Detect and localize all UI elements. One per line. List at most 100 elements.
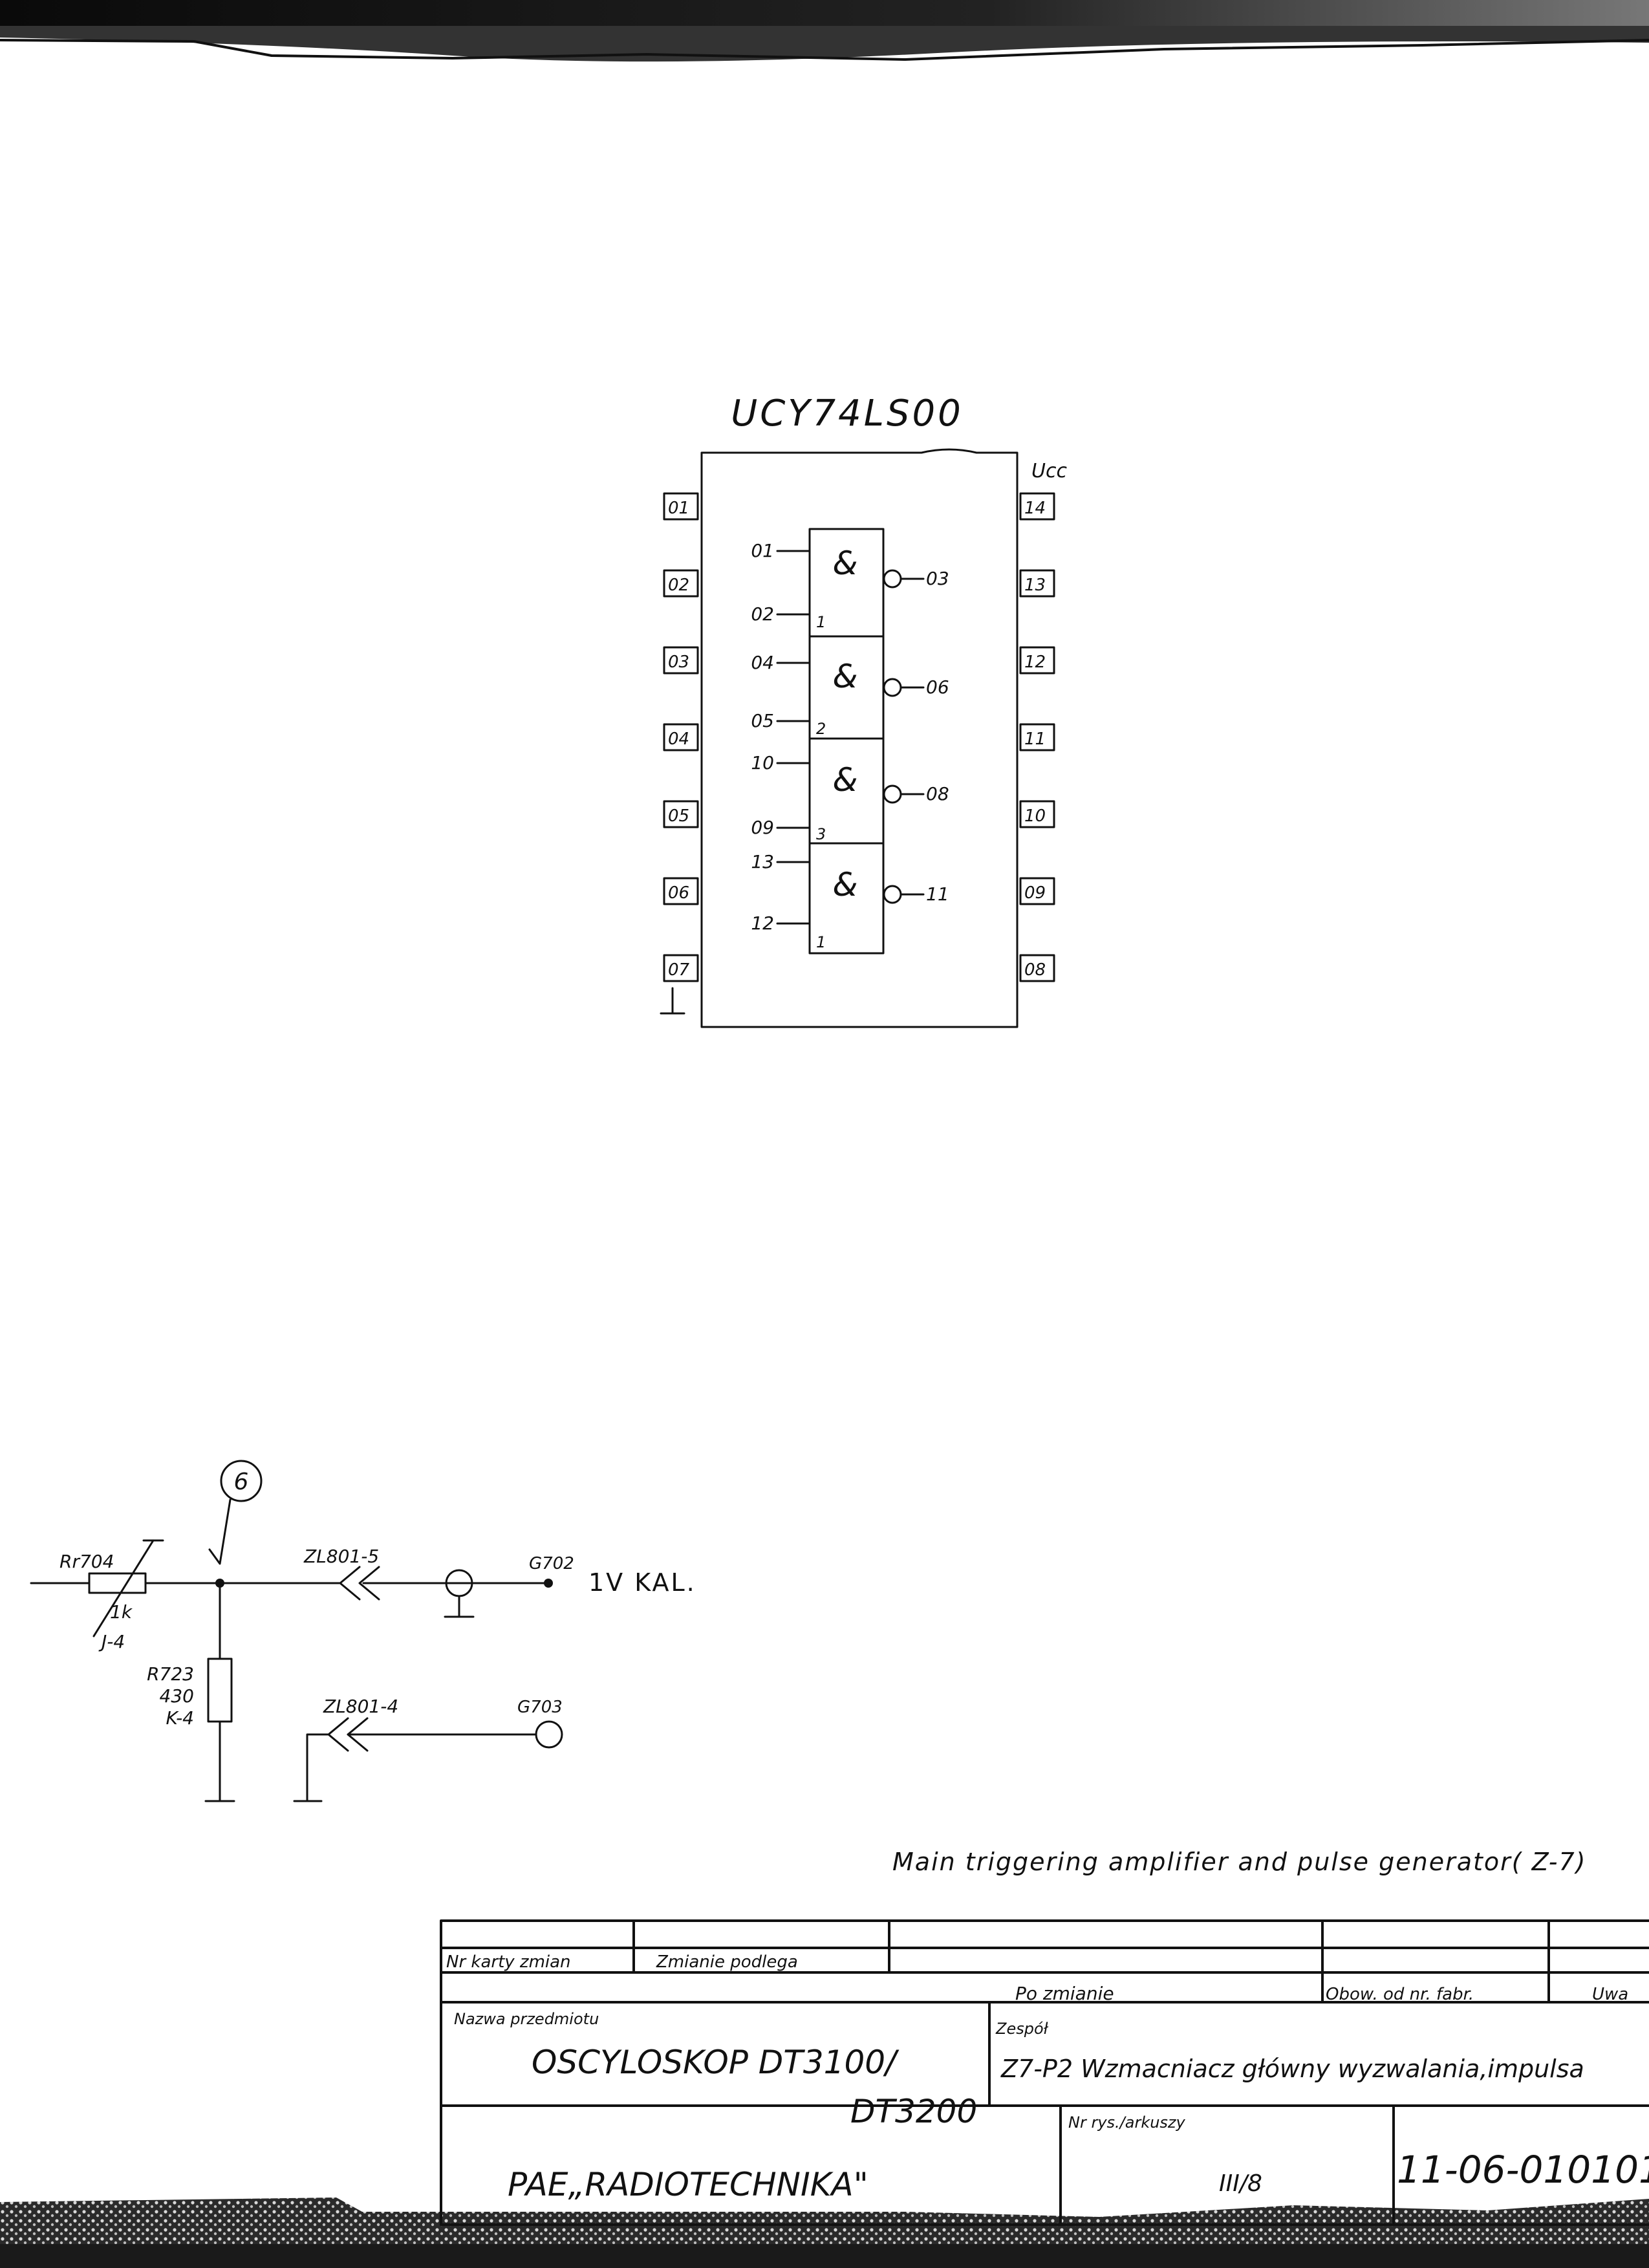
pot-ref: J-4: [98, 1631, 125, 1652]
ic-package: [700, 448, 1018, 1028]
gate-and-symbol: &: [833, 545, 858, 582]
scan-edge-top: [0, 0, 1649, 62]
node-pointer: [208, 1498, 232, 1565]
potentiometer-body: [88, 1572, 147, 1594]
vcc-label: Ucc: [1031, 460, 1067, 482]
gate-inversion-bubble: [883, 569, 902, 589]
ic-pin-label: 13: [1024, 576, 1046, 595]
ic-pin-label: 07: [668, 960, 690, 980]
ic-pin-label: 11: [1024, 729, 1046, 749]
gate-input-label: 01: [751, 540, 774, 561]
gate-output-label: 11: [926, 883, 949, 905]
col-after: Po zmianie: [1015, 1983, 1114, 2004]
pot-value: 1k: [110, 1601, 133, 1623]
gate-input-label: 05: [751, 710, 774, 731]
drawing-number: 11-06-010101: [1397, 2148, 1649, 2192]
potentiometer-arrow: [92, 1539, 164, 1637]
gate-dividers: [808, 635, 885, 845]
ic-title: UCY74LS00: [731, 393, 964, 435]
node-marker-label: 6: [234, 1469, 249, 1495]
resistor-wire: [204, 1582, 235, 1802]
gate-input-wires: [776, 662, 811, 722]
resistor-value: 430: [160, 1685, 194, 1707]
ic-pin-label: 14: [1024, 499, 1046, 518]
ic-pin-left-07: [663, 954, 699, 982]
connector2-label: ZL801-4: [323, 1696, 398, 1717]
ic-pin-right-14: [1019, 492, 1055, 521]
socket2-label: G703: [517, 1698, 563, 1717]
gate-index: 1: [816, 933, 826, 951]
gate-and-symbol: &: [833, 761, 858, 799]
col-changes: Nr karty zmian: [446, 1952, 571, 1972]
output-label: 1V KAL.: [588, 1568, 696, 1597]
ic-pin-label: 09: [1024, 883, 1046, 903]
ic-pin-left-05: [663, 800, 699, 828]
ic-pin-label: 10: [1024, 806, 1046, 826]
ic-pin-label: 08: [1024, 960, 1046, 980]
ic-pin-label: 05: [668, 806, 689, 826]
ic-pin-right-11: [1019, 723, 1055, 751]
ic-pin-right-09: [1019, 877, 1055, 905]
col-remarks: Uwa: [1592, 1985, 1628, 2004]
socket-g702: [544, 1579, 553, 1588]
gate-input-label: 04: [751, 652, 774, 673]
caption: Main triggering amplifier and pulse gene…: [892, 1848, 1587, 1876]
gate-input-label: 02: [751, 603, 774, 625]
item-line2: DT3200: [850, 2093, 977, 2130]
unit-label: Zespół: [995, 2020, 1049, 2038]
col-subject: Zmianie podlega: [656, 1952, 798, 1972]
ic-pin-right-08: [1019, 954, 1055, 982]
connector2-symbol: [327, 1717, 369, 1752]
title-block-grid: [440, 1919, 1649, 2226]
ic-pin-label: 12: [1024, 653, 1046, 672]
right-pin-column: 14 13 12 11 10 09 08: [1019, 492, 1055, 982]
company: PAE„RADIOTECHNIKA": [508, 2166, 868, 2203]
gate-output-label: 06: [926, 676, 949, 698]
shield-symbol: [445, 1569, 473, 1597]
ic-pin-label: 03: [668, 653, 689, 672]
socket-g703: [535, 1720, 563, 1749]
gate-index: 1: [816, 613, 826, 631]
gate-input-label: 09: [751, 817, 774, 838]
socket1-label: G702: [529, 1554, 574, 1573]
pot-label: Rr704: [59, 1551, 114, 1572]
col-from: Obow. od nr. fabr.: [1326, 1985, 1474, 2004]
resistor-body: [207, 1658, 233, 1723]
gate-index: 2: [816, 720, 826, 738]
drawing-sheet: III/8: [1219, 2170, 1262, 2197]
unit-value: Z7-P2 Wzmacniacz główny wyzwalania,impul…: [1000, 2055, 1584, 2083]
scan-edge-bottom: [0, 2198, 1649, 2268]
item-line1: OSCYLOSKOP DT3100/: [532, 2044, 900, 2081]
ic-pin-label: 04: [668, 729, 689, 749]
connector2-wire: [293, 1733, 537, 1802]
ic-pin-left-01: [663, 492, 699, 521]
ic-pin-left-02: [663, 569, 699, 598]
ic-pin-left-06: [663, 877, 699, 905]
gate-and-symbol: &: [833, 658, 858, 695]
ic-pin-label: 02: [668, 576, 689, 595]
gate-stack: [808, 528, 885, 955]
gate-inversion-bubble: [883, 678, 902, 697]
gate-input-wires: [776, 762, 811, 829]
gate-input-label: 12: [751, 913, 774, 934]
gate-output-label: 08: [926, 783, 949, 805]
node-marker-circle: [220, 1460, 263, 1502]
ic-pin-right-13: [1019, 569, 1055, 598]
gate-and-symbol: &: [833, 866, 858, 903]
resistor-label: R723: [147, 1663, 194, 1685]
gate-index: 3: [816, 825, 826, 843]
gate-input-label: 10: [751, 752, 774, 773]
drawing-label: Nr rys./arkuszy: [1068, 2113, 1186, 2132]
ic-pin-right-10: [1019, 800, 1055, 828]
gate-input-label: 13: [751, 851, 774, 872]
connector1-symbol: [339, 1566, 380, 1601]
ic-pin-left-03: [663, 646, 699, 675]
item-label: Nazwa przedmiotu: [454, 2010, 599, 2028]
resistor-ref: K-4: [166, 1707, 194, 1729]
ic-pin-right-12: [1019, 646, 1055, 675]
ground-symbol: [660, 987, 685, 1015]
ic-pin-left-04: [663, 723, 699, 751]
